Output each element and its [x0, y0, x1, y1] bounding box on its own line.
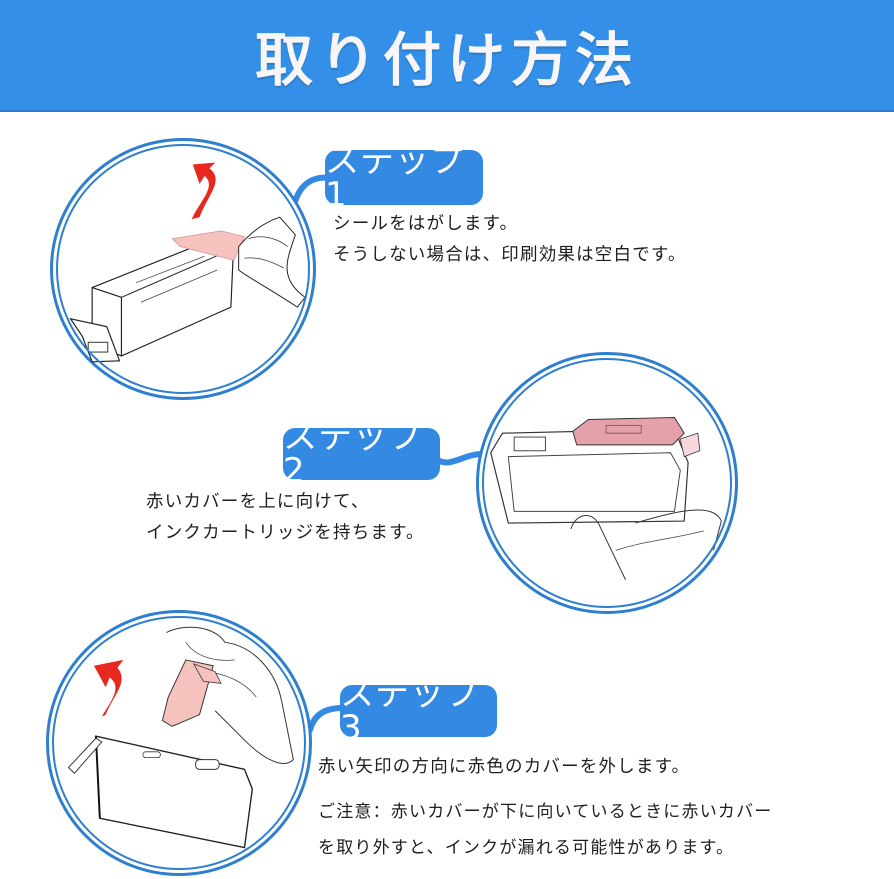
step1-description: シールをはがします。 そうしない場合は、印刷効果は空白です。 [333, 209, 687, 271]
step3-line-1: 赤い矢印の方向に赤色のカバーを外します。 [318, 757, 691, 777]
step3-badge: ステップ3 [340, 677, 497, 745]
step2-illustration [476, 352, 738, 614]
step2-description: 赤いカバーを上に向けて、 インクカートリッジを持ちます。 [146, 487, 425, 549]
cartridge-remove-red-cover-icon [67, 626, 294, 849]
step2-connector [436, 451, 485, 466]
step1-illustration [50, 138, 316, 400]
step3-illustration [46, 610, 312, 876]
step2-line-1: 赤いカバーを上に向けて、 [146, 492, 370, 512]
cartridge-peel-seal-icon [69, 162, 306, 363]
page-title: 取り付け方法 [254, 26, 639, 94]
step2-badge: ステップ2 [283, 420, 440, 488]
step3-connector [307, 705, 345, 733]
step2-line-2: インクカートリッジを持ちます。 [146, 523, 425, 543]
step1-line-1: シールをはがします。 [333, 214, 519, 234]
step1-badge: ステップ1 [325, 144, 483, 212]
cartridge-hold-red-cover-icon [490, 417, 722, 580]
step3-note-line-1: ご注意：赤いカバーが下に向いているときに赤いカバー [318, 802, 773, 822]
step1-line-2: そうしない場合は、印刷効果は空白です。 [333, 245, 687, 265]
step3-caution-note: ご注意：赤いカバーが下に向いているときに赤いカバー を取り外すと、インクが漏れる… [318, 794, 773, 866]
step3-description: 赤い矢印の方向に赤色のカバーを外します。 [318, 752, 690, 783]
step3-note-line-2: を取り外すと、インクが漏れる可能性があります。 [318, 838, 735, 858]
header-banner: 取り付け方法 [0, 0, 894, 112]
